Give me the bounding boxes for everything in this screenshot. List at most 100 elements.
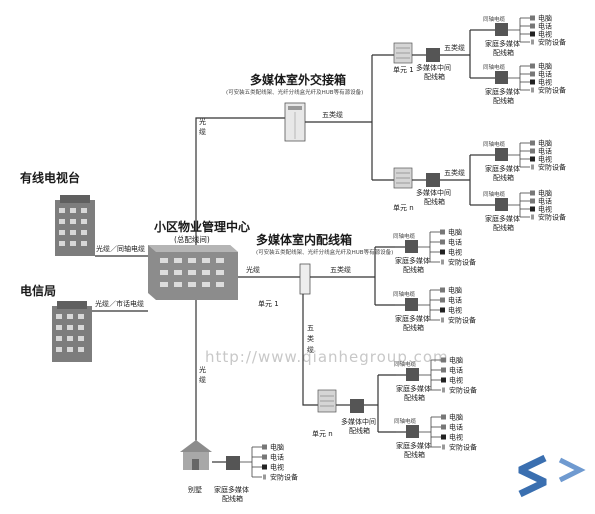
computer-icon [530,15,535,21]
security-device-icon [531,164,534,170]
home-box-label: 配线箱 [493,96,514,105]
home-box-icon [495,71,508,84]
cable-tv-building-icon [55,195,95,256]
coax-label: 同轴电缆 [483,15,506,23]
coax-label: 同轴电缆 [483,63,506,71]
cat5-vertical-3: 缆 [307,345,314,354]
device-label: 安防设备 [448,258,476,267]
device-label: 安防设备 [538,213,566,222]
coax-label: 同轴电缆 [393,290,416,298]
device-label: 安防设备 [448,316,476,325]
outer-cabinet-icon [284,102,306,142]
device-label: 电视 [538,30,552,39]
inner-unit1-label: 单元 1 [258,299,279,308]
home-box-label: 家庭多媒体 [485,164,520,173]
device-label: 安防设备 [538,163,566,172]
tv-icon [440,249,445,255]
coax-label: 同轴电缆 [394,417,417,425]
device-label: 电脑 [538,139,552,148]
coax-label: 同轴电缆 [394,360,417,368]
device-label: 电脑 [538,14,552,23]
device-label: 电脑 [270,443,284,452]
device-label: 安防设备 [538,38,566,47]
computer-icon [530,190,535,196]
tv-icon [530,31,535,37]
outer-mid-box-n-icon [426,173,440,187]
inner-fiber-label: 光缆 [246,265,260,274]
inner-unitn-label: 单元 n [312,429,333,438]
home-box-icon [495,148,508,161]
device-label: 电话 [538,22,552,31]
center-subtitle: (总配线间) [174,234,210,244]
outer-cat5-label-2: 五类缆 [444,43,465,52]
fiber-up-label-1: 光 [199,117,206,126]
outer-mid-box-n-label-2: 配线箱 [424,197,445,206]
tv-icon [530,79,535,85]
outer-unitn-panel-icon [393,167,413,189]
home-box-label: 配线箱 [493,173,514,182]
device-label: 电视 [270,463,284,472]
phone-icon [530,71,535,77]
computer-icon [262,444,267,450]
inner-box-note: (可安装五类配线架、光纤分线盒光纤及HUB等有源设备) [256,248,393,256]
tv-icon [530,206,535,212]
tv-icon [441,434,446,440]
home-box-label: 配线箱 [403,323,424,332]
management-center-building-icon [148,245,238,300]
computer-icon [441,414,446,420]
computer-icon [530,63,535,69]
tv-icon [530,156,535,162]
outer-unitn-label: 单元 n [393,203,414,212]
computer-icon [440,229,445,235]
security-device-icon [531,214,534,220]
inner-cat5-label: 五类缆 [330,265,351,274]
phone-icon [530,148,535,154]
coax-label: 同轴电缆 [483,140,506,148]
tv-icon [262,464,267,470]
coax-label: 同轴电缆 [393,232,416,240]
security-device-icon [442,387,445,393]
home-box-icon [406,368,419,381]
cat5-vertical-1: 五 [307,324,314,332]
outer-box-note: (可安装五类配线架、光纤分线盒光纤及HUB等有源设备) [226,88,363,96]
device-label: 电脑 [538,189,552,198]
cat5-vertical-2: 类 [307,334,314,343]
home-box-label: 配线箱 [404,450,425,459]
home-box-label: 配线箱 [493,223,514,232]
home-box-label: 家庭多媒体 [395,314,430,323]
home-box-icon [495,23,508,36]
outer-mid-box-1-icon [426,48,440,62]
home-box-label: 家庭多媒体 [485,214,520,223]
security-device-icon [441,259,444,265]
home-box-icon [406,425,419,438]
home-box-icon [495,198,508,211]
computer-icon [441,357,446,363]
outer-mid-box-1-label-2: 配线箱 [424,72,445,81]
device-label: 电话 [448,296,462,305]
outer-cat5-label: 五类缆 [322,110,343,119]
home-box-label: 家庭多媒体 [485,39,520,48]
outer-box-title: 多媒体室外交接箱 [250,72,346,87]
phone-icon [530,23,535,29]
fiber-up-label-2: 缆 [199,127,206,136]
inner-mid-box-icon [350,399,364,413]
outer-mid-box-1-label-1: 多媒体中间 [416,63,451,72]
home-groups: 同轴电缆家庭多媒体配线箱电脑电话电视安防设备同轴电缆家庭多媒体配线箱电脑电话电视… [240,14,566,482]
phone-icon [530,198,535,204]
security-device-icon [531,87,534,93]
villa-house-icon [180,440,212,470]
phone-icon [262,454,267,460]
home-box-label: 配线箱 [403,265,424,274]
villa-home-box-label-1: 家庭多媒体 [214,485,249,494]
device-label: 电话 [449,423,463,432]
computer-icon [530,140,535,146]
computer-icon [440,287,445,293]
device-label: 电话 [448,238,462,247]
outer-cat5-label-3: 五类缆 [444,168,465,177]
center-title: 小区物业管理中心 [154,219,250,234]
home-box-label: 家庭多媒体 [396,441,431,450]
device-label: 电脑 [449,413,463,422]
inner-unitn-panel-icon [317,389,337,413]
home-box-icon [405,298,418,311]
